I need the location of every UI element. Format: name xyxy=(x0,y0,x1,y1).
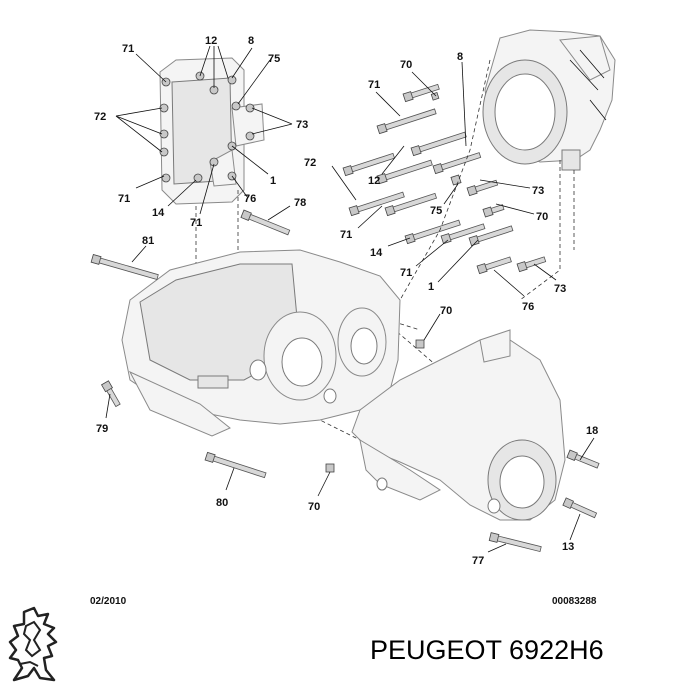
callout-75: 75 xyxy=(430,205,442,217)
callout-70: 70 xyxy=(536,211,548,223)
callout-14: 14 xyxy=(370,247,383,259)
callout-70: 70 xyxy=(308,501,320,513)
callout-72: 72 xyxy=(304,157,316,169)
callout-8: 8 xyxy=(248,35,254,47)
callout-14: 14 xyxy=(152,207,165,219)
bolt-group-upper xyxy=(342,83,547,275)
callout-77: 77 xyxy=(472,555,484,567)
callout-81: 81 xyxy=(142,235,154,247)
callout-73: 73 xyxy=(554,283,566,295)
callout-18: 18 xyxy=(586,425,598,437)
callout-70: 70 xyxy=(400,59,412,71)
callout-8: 8 xyxy=(457,51,463,63)
callout-labels: 71 12 8 75 72 73 71 14 71 76 1 70 8 71 1… xyxy=(94,35,598,567)
side-cover-plate xyxy=(159,57,265,205)
callout-71: 71 xyxy=(122,43,134,55)
callout-72: 72 xyxy=(94,111,106,123)
callout-71: 71 xyxy=(400,267,412,279)
callout-79: 79 xyxy=(96,423,108,435)
callout-75: 75 xyxy=(268,53,280,65)
part-caption: PEUGEOT 6922H6 xyxy=(370,635,604,665)
gearbox-housing-main xyxy=(121,249,401,437)
callout-leaders xyxy=(105,45,595,553)
callout-71: 71 xyxy=(368,79,380,91)
callout-76: 76 xyxy=(244,193,256,205)
callout-12: 12 xyxy=(205,35,217,47)
callout-71: 71 xyxy=(118,193,130,205)
callout-78: 78 xyxy=(294,197,306,209)
gearbox-casing-top xyxy=(482,29,616,171)
date-code: 02/2010 xyxy=(90,596,127,607)
callout-1: 1 xyxy=(428,281,434,293)
peugeot-lion-logo xyxy=(8,606,58,682)
callout-70: 70 xyxy=(440,305,452,317)
callout-13: 13 xyxy=(562,541,574,553)
callout-71: 71 xyxy=(190,217,202,229)
callout-12: 12 xyxy=(368,175,380,187)
clutch-housing xyxy=(351,329,566,521)
callout-1: 1 xyxy=(270,175,276,187)
callout-76: 76 xyxy=(522,301,534,313)
callout-73: 73 xyxy=(532,185,544,197)
bolt-group-lower xyxy=(90,209,600,553)
document-number: 00083288 xyxy=(552,596,597,607)
callout-71: 71 xyxy=(340,229,352,241)
callout-73: 73 xyxy=(296,119,308,131)
callout-80: 80 xyxy=(216,497,228,509)
